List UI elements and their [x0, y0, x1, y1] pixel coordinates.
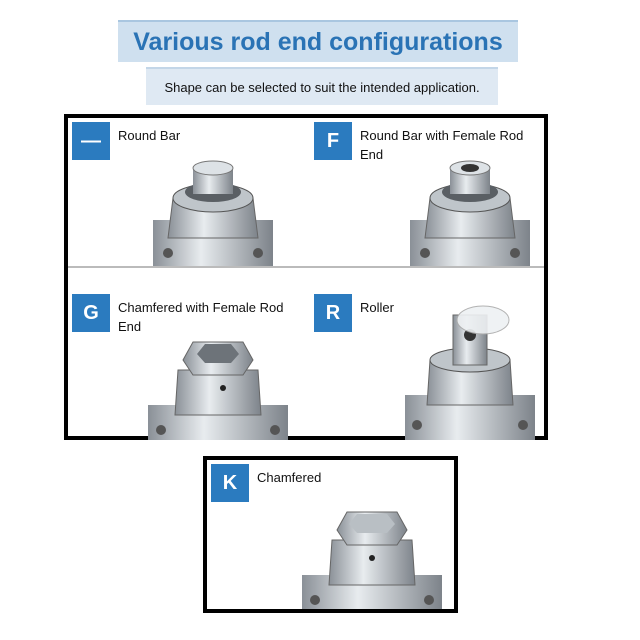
- option-label: Roller: [360, 300, 394, 315]
- option-code-badge: F: [314, 122, 352, 160]
- option-chamfered: K Chamfered: [207, 460, 454, 609]
- option-female-rod-end: F Round Bar with Female Rod End: [310, 118, 548, 268]
- option-roller: R Roller: [310, 290, 548, 440]
- chamfered-rod-end-image: [302, 511, 442, 609]
- option-k-frame: K Chamfered: [203, 456, 458, 613]
- option-code-badge: R: [314, 294, 352, 332]
- option-code-badge: G: [72, 294, 110, 332]
- roller-rod-end-image: [405, 305, 535, 440]
- option-round-bar: — Round Bar: [68, 118, 306, 268]
- option-label: Chamfered with Female Rod End: [118, 300, 284, 334]
- options-grid-frame: — Round Bar F Round Bar with Female Rod …: [64, 114, 548, 440]
- title-banner: Various rod end configurations: [118, 20, 518, 62]
- option-label: Round Bar: [118, 128, 181, 143]
- row-divider: [68, 266, 544, 268]
- option-label: Round Bar with Female Rod End: [360, 128, 524, 162]
- subtitle-banner: Shape can be selected to suit the intend…: [146, 67, 498, 105]
- page-title: Various rod end configurations: [133, 27, 503, 56]
- page-subtitle: Shape can be selected to suit the intend…: [164, 79, 480, 95]
- option-label: Chamfered: [257, 470, 322, 485]
- option-code-badge: —: [72, 122, 110, 160]
- option-code-badge: K: [211, 464, 249, 502]
- round-bar-rod-end-image: [153, 160, 273, 268]
- option-chamfered-female: G Chamfered with Female Rod End: [68, 290, 306, 440]
- chamfered-female-rod-end-image: [148, 341, 288, 440]
- female-rod-end-image: [410, 160, 530, 268]
